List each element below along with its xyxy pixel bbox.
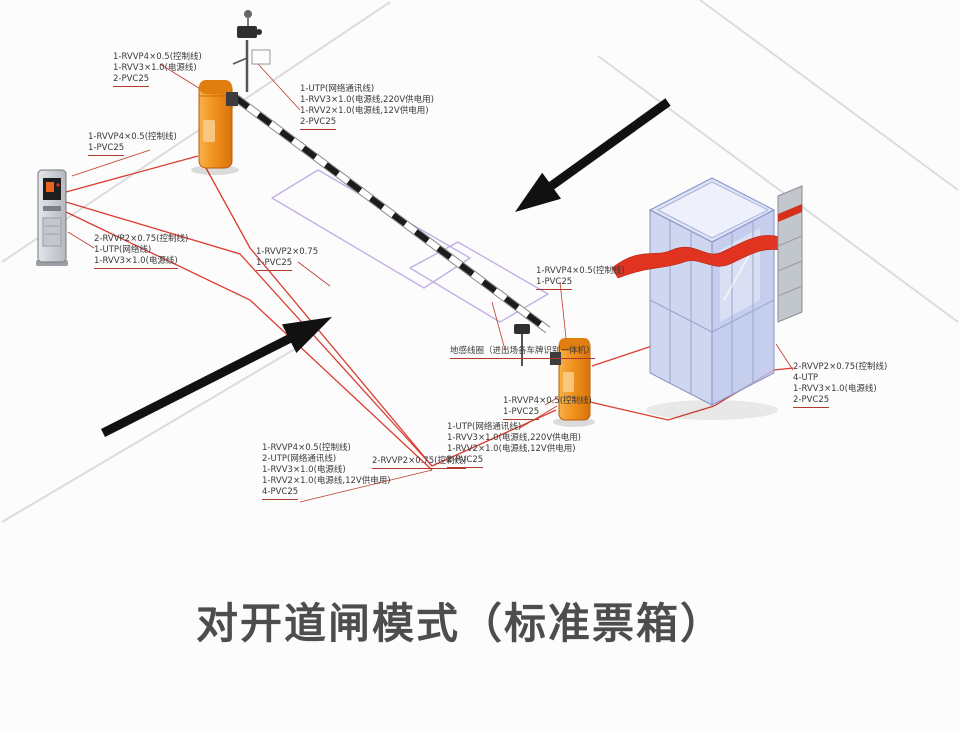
- cable-label: 1-RVV3×1.0(电源线): [113, 63, 197, 73]
- cable-label: 1-RVVP4×0.5(控制线): [262, 443, 351, 453]
- cable-label: 1-PVC25: [88, 143, 125, 156]
- barrier-arm: [233, 94, 551, 334]
- cable-label-group-reader-mid: 2-RVVP2×0.75(控制线) 1-UTP(网络线) 1-RVV3×1.0(…: [94, 234, 188, 269]
- entry-direction-arrow: [515, 98, 671, 212]
- cable-label: 1-RVVP4×0.5(控制线): [113, 52, 202, 62]
- cable-label: 1-PVC25: [503, 407, 540, 420]
- lane-camera-icon: [514, 324, 530, 334]
- cable-label: 2-PVC25: [447, 455, 484, 468]
- ticket-slot: [43, 206, 61, 211]
- cable-label: 地感线圈（进出场各车牌识别一体机）: [450, 346, 595, 359]
- cable-label: 1-UTP(网络通讯线): [300, 84, 375, 94]
- cable-label: 2-PVC25: [113, 74, 150, 87]
- cable-label: 2-PVC25: [793, 395, 830, 408]
- camera-pole: [232, 10, 271, 92]
- cable-label: 1-RVV3×1.0(电源线): [793, 384, 877, 394]
- card-reader: [36, 169, 68, 266]
- cable-label: 1-RVVP4×0.5(控制线): [503, 396, 592, 406]
- camera-icon: [237, 26, 257, 38]
- cable-label-group-gate2-left: 1-RVVP4×0.5(控制线) 1-PVC25: [503, 396, 592, 420]
- panel-red-stripe: [778, 204, 802, 222]
- arm-hinge: [226, 92, 238, 106]
- cable-label: 2-RVVP2×0.75(控制线): [793, 362, 888, 372]
- label-leader-lines: [67, 63, 794, 503]
- cable-label: 1-RVV2×1.0(电源线,12V供电用): [447, 444, 576, 454]
- cable-label-group-gate2-upper: 1-RVVP4×0.5(控制线) 1-PVC25: [536, 266, 625, 290]
- exit-direction-arrow: [101, 317, 332, 437]
- cable-label: 1-RVV2×1.0(电源线,12V供电用): [300, 106, 429, 116]
- cable-label: 1-PVC25: [536, 277, 573, 290]
- cable-label: 2-UTP(网络通讯线): [262, 454, 337, 464]
- cable-label: 2-RVVP2×0.75(控制线): [94, 234, 189, 244]
- sign-board: [251, 49, 271, 65]
- cable-label: 1-RVV3×1.0(电源线): [94, 256, 178, 269]
- cable-label-group-camera-top: 1-UTP(网络通讯线) 1-RVV3×1.0(电源线,220V供电用) 1-R…: [300, 84, 434, 130]
- cable-label-group-main-lower-b: 2-RVVP2×0.75(控制线): [372, 456, 467, 469]
- barrier-gate-2: [514, 324, 595, 427]
- cable-label: 1-RVV2×1.0(电源线,12V供电用): [262, 476, 391, 486]
- cable-label: 4-UTP: [793, 373, 819, 383]
- cable-label-group-reader-upper: 1-RVVP4×0.5(控制线) 1-PVC25: [88, 132, 177, 156]
- cable-label: 2-RVVP2×0.75(控制线): [372, 456, 467, 469]
- cable-label: 1-UTP(网络通讯线): [447, 422, 522, 432]
- cable-label-group-loop-note: 地感线圈（进出场各车牌识别一体机）: [450, 346, 595, 359]
- cable-label: 1-UTP(网络线): [94, 245, 152, 255]
- cable-label: 1-RVV3×1.0(电源线): [262, 465, 346, 475]
- cable-label-group-loop-center: 1-RVVP2×0.75 1-PVC25: [256, 247, 318, 271]
- barrier-gate-1: [191, 80, 239, 175]
- cable-label: 1-RVV3×1.0(电源线,220V供电用): [300, 95, 434, 105]
- cable-label: 1-RVVP4×0.5(控制线): [88, 132, 177, 142]
- cable-label-group-booth-lower: 1-UTP(网络通讯线) 1-RVV3×1.0(电源线,220V供电用) 1-R…: [447, 422, 581, 468]
- cable-label-group-main-lower: 1-RVVP4×0.5(控制线) 2-UTP(网络通讯线) 1-RVV3×1.0…: [262, 443, 391, 500]
- booth-side-panel: [777, 185, 803, 323]
- cable-label-group-booth-right: 2-RVVP2×0.75(控制线) 4-UTP 1-RVV3×1.0(电源线) …: [793, 362, 887, 408]
- cable-label: 1-RVVP2×0.75: [256, 247, 319, 257]
- cable-label: 2-PVC25: [300, 117, 337, 130]
- diagram-title: 对开道闸模式（标准票箱）: [195, 599, 724, 648]
- cable-label: 4-PVC25: [262, 487, 299, 500]
- road-lines: [1, 0, 959, 523]
- cable-label: 1-PVC25: [256, 258, 293, 271]
- ticket-booth: [646, 177, 778, 420]
- cable-label-group-gate1-top: 1-RVVP4×0.5(控制线) 1-RVV3×1.0(电源线) 2-PVC25: [113, 52, 202, 87]
- cable-label: 1-RVVP4×0.5(控制线): [536, 266, 625, 276]
- cable-label: 1-RVV3×1.0(电源线,220V供电用): [447, 433, 581, 443]
